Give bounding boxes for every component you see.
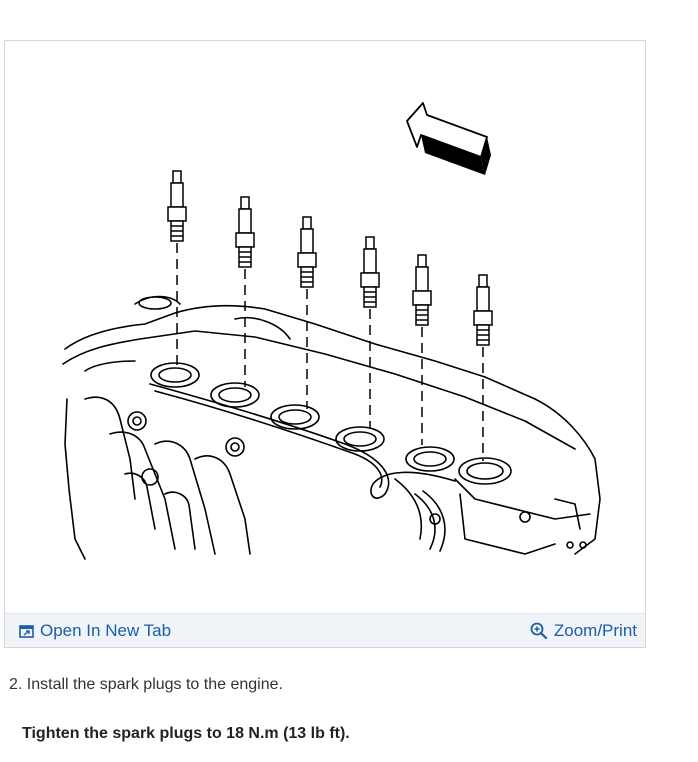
open-new-tab-icon [19,624,34,638]
spark-plugs-group [167,170,493,461]
open-in-new-tab-link[interactable]: Open In New Tab [19,621,171,641]
zoom-print-link[interactable]: Zoom/Print [530,621,637,641]
step-instruction: 2. Install the spark plugs to the engine… [9,676,283,693]
zoom-print-label: Zoom/Print [553,621,637,640]
figure-container: Open In New Tab Zoom/Print [4,40,646,648]
direction-arrow-icon [406,102,491,175]
zoom-in-icon [530,622,547,640]
open-in-new-tab-label: Open In New Tab [40,621,172,640]
spark-plug-engine-illustration[interactable] [55,99,605,561]
torque-note: Tighten the spark plugs to 18 N.m (13 lb… [22,725,350,742]
figure-toolbar: Open In New Tab Zoom/Print [5,613,645,647]
